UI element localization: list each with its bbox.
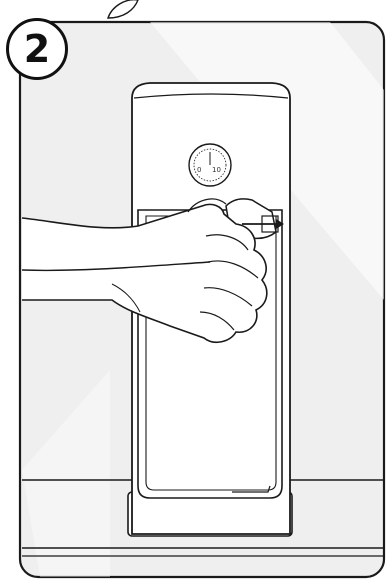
dial-label-max: 10	[212, 166, 221, 174]
dial-label-min: 0	[197, 166, 201, 174]
gas-level-dial: 0 10	[189, 144, 231, 186]
leaf-icon	[108, 0, 138, 18]
step-number-badge: 2	[6, 18, 68, 80]
